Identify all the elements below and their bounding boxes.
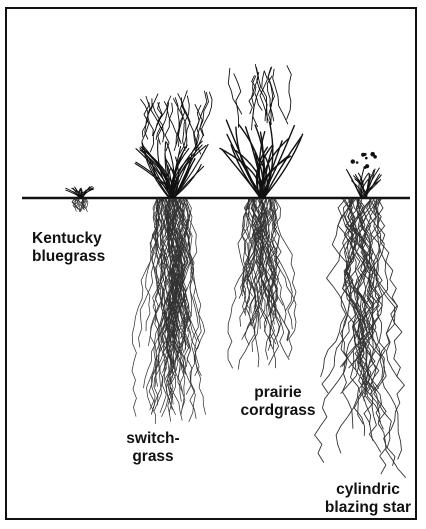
flower-bud bbox=[351, 159, 355, 163]
label-line: switch- bbox=[118, 430, 188, 448]
seed-head bbox=[158, 103, 164, 137]
label-switchgrass: switch- grass bbox=[118, 430, 188, 466]
switchgrass-plant bbox=[132, 91, 212, 424]
label-line: cylindric bbox=[318, 481, 418, 499]
label-line: prairie bbox=[238, 384, 318, 402]
cylindric-blazing-star-plant bbox=[315, 152, 406, 478]
flower-bud bbox=[356, 161, 359, 164]
label-line: grass bbox=[118, 448, 188, 466]
seed-head bbox=[234, 74, 241, 128]
label-cylindric-blazing-star: cylindric blazing star bbox=[318, 481, 418, 517]
label-prairie-cordgrass: prairie cordgrass bbox=[238, 384, 318, 420]
seed-head bbox=[142, 96, 149, 150]
label-kentucky-bluegrass: Kentucky bluegrass bbox=[32, 230, 105, 266]
seed-head bbox=[252, 64, 261, 129]
label-line: cordgrass bbox=[238, 402, 318, 420]
flower-bud bbox=[361, 153, 365, 157]
flower-bud bbox=[363, 166, 366, 169]
flower-bud bbox=[365, 157, 368, 160]
label-line: blazing star bbox=[318, 499, 418, 517]
seed-head bbox=[287, 66, 292, 120]
prairie-cordgrass-plant bbox=[220, 64, 303, 369]
root-strand bbox=[228, 199, 252, 368]
label-line: bluegrass bbox=[32, 248, 105, 266]
label-line: Kentucky bbox=[32, 230, 105, 248]
flower-bud bbox=[370, 152, 375, 157]
seed-head bbox=[165, 103, 173, 151]
seed-head bbox=[273, 69, 288, 124]
seed-head bbox=[182, 98, 197, 148]
